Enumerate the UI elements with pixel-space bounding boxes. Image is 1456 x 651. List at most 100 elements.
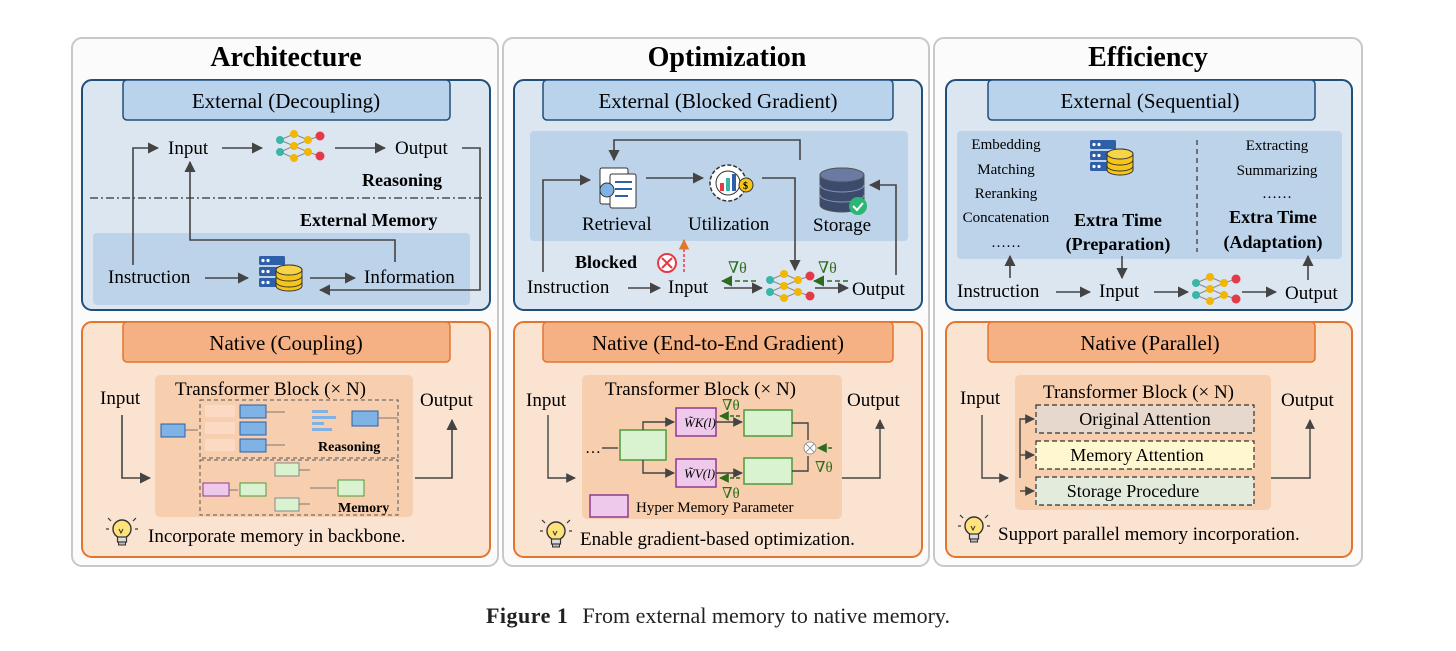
panel-header-label: External (Blocked Gradient) xyxy=(598,89,837,113)
tip-text: Incorporate memory in backbone. xyxy=(148,526,405,547)
wk-parameter xyxy=(675,407,717,437)
transformer-block-title: Transformer Block (× N) xyxy=(175,379,366,400)
caption-text: From external memory to native memory. xyxy=(582,603,950,628)
input-label: Input xyxy=(168,138,209,159)
merge-node xyxy=(803,441,817,455)
storage-label: Storage xyxy=(813,215,871,236)
figure-number: Figure 1 xyxy=(485,603,569,628)
gradient-label: ∇θ xyxy=(818,260,837,277)
blocked-label: Blocked xyxy=(575,252,637,272)
external-panel: External (Sequential) Embedding Matching… xyxy=(945,79,1353,311)
panel-header xyxy=(542,79,894,121)
panel-header xyxy=(122,79,451,121)
column-title: Architecture xyxy=(210,42,361,73)
column-title: Optimization xyxy=(648,42,807,73)
column-title: Efficiency xyxy=(1088,42,1208,73)
output-label: Output xyxy=(847,390,901,411)
wv-parameter xyxy=(675,458,717,488)
figure-caption: Figure 1 From external memory to native m… xyxy=(0,603,1436,629)
transformer-block-title: Transformer Block (× N) xyxy=(605,379,796,400)
adapt-step: Summarizing xyxy=(1237,163,1318,179)
instruction-label: Instruction xyxy=(527,277,610,298)
flow-arrows xyxy=(981,414,1315,496)
gradient-label: ∇θ xyxy=(728,260,747,277)
prep-step: Reranking xyxy=(975,186,1038,202)
shared-layer xyxy=(619,429,667,461)
column-architecture: Architecture External (Decoupling) Input… xyxy=(71,37,499,567)
input-label: Input xyxy=(1099,281,1140,302)
storage-icon xyxy=(819,167,867,215)
panel-header-label: External (Sequential) xyxy=(1060,89,1239,113)
utilization-icon: $ xyxy=(709,164,754,202)
column-efficiency: Efficiency External (Sequential) Embeddi… xyxy=(933,37,1363,567)
hyper-memory-legend-swatch xyxy=(589,494,629,518)
native-panel: Native (End-to-End Gradient) Transformer… xyxy=(513,321,923,558)
external-panel: External (Decoupling) Input Output Reaso… xyxy=(81,79,491,311)
reasoning-label: Reasoning xyxy=(318,440,380,455)
storage-procedure-box xyxy=(1035,476,1255,506)
panel-header xyxy=(987,321,1316,363)
wv-label: W̃V(l) xyxy=(684,466,715,481)
gradient-arrows xyxy=(719,411,832,483)
flow-arrows xyxy=(121,415,458,484)
output-label: Output xyxy=(852,279,906,300)
adapt-step: …… xyxy=(1262,186,1292,202)
tip-text: Support parallel memory incorporation. xyxy=(998,524,1300,545)
input-label: Input xyxy=(668,277,709,298)
svg-text:$: $ xyxy=(743,181,748,192)
adapt-step: Extracting xyxy=(1246,138,1309,154)
value-layer xyxy=(743,457,793,485)
prep-step: …… xyxy=(991,235,1021,251)
extra-time-label: Extra Time xyxy=(1229,207,1317,227)
native-panel: Native (Coupling) Transformer Block (× N… xyxy=(81,321,491,558)
panel-header xyxy=(987,79,1316,121)
gradient-label: ∇θ xyxy=(722,486,740,502)
retrieval-label: Retrieval xyxy=(582,214,652,235)
flow-arrows xyxy=(542,139,897,294)
adaptation-label: (Adaptation) xyxy=(1223,232,1322,253)
panel-header-label: Native (Coupling) xyxy=(209,331,362,355)
instruction-label: Instruction xyxy=(108,267,191,288)
flow-arrows xyxy=(1004,254,1314,298)
flow-arrows xyxy=(132,142,481,296)
memory-label: Memory xyxy=(338,501,389,516)
gradient-label: ∇θ xyxy=(722,398,740,414)
key-layer xyxy=(743,409,793,437)
memory-attention-label: Memory Attention xyxy=(1070,445,1204,465)
input-label: Input xyxy=(960,388,1001,409)
memory-attention-box xyxy=(1035,440,1255,470)
external-memory-label: External Memory xyxy=(300,210,437,230)
wk-label: W̃K(l) xyxy=(684,415,716,430)
gradient-label: ∇θ xyxy=(815,460,833,476)
information-label: Information xyxy=(364,267,455,288)
hyper-memory-legend-label: Hyper Memory Parameter xyxy=(636,500,793,516)
original-attention-label: Original Attention xyxy=(1079,409,1210,429)
overhead-band xyxy=(957,131,1342,259)
column-optimization: Optimization External (Blocked Gradient)… xyxy=(502,37,930,567)
ellipsis: … xyxy=(585,440,601,457)
prep-step: Concatenation xyxy=(963,210,1050,226)
panel-header-label: External (Decoupling) xyxy=(192,89,380,113)
input-label: Input xyxy=(100,388,141,409)
output-label: Output xyxy=(1281,390,1335,411)
input-label: Input xyxy=(526,390,567,411)
instruction-label: Instruction xyxy=(957,281,1040,302)
flow-arrows xyxy=(547,415,885,483)
native-panel: Native (Parallel) Transformer Block (× N… xyxy=(945,321,1353,558)
external-panel: External (Blocked Gradient) Retrieval $ xyxy=(513,79,923,311)
output-label: Output xyxy=(420,390,474,411)
reasoning-label: Reasoning xyxy=(362,170,442,190)
panel-header xyxy=(122,321,451,363)
utilization-label: Utilization xyxy=(688,214,770,235)
transformer-block-title: Transformer Block (× N) xyxy=(1043,382,1234,403)
output-label: Output xyxy=(395,138,449,159)
preparation-label: (Preparation) xyxy=(1066,234,1171,255)
extra-time-label: Extra Time xyxy=(1074,210,1162,230)
blocked-icon xyxy=(657,253,677,273)
panel-header-label: Native (Parallel) xyxy=(1080,331,1219,355)
retrieval-icon xyxy=(599,167,637,209)
prep-step: Matching xyxy=(977,162,1035,178)
output-label: Output xyxy=(1285,283,1339,304)
storage-procedure-label: Storage Procedure xyxy=(1067,481,1199,501)
